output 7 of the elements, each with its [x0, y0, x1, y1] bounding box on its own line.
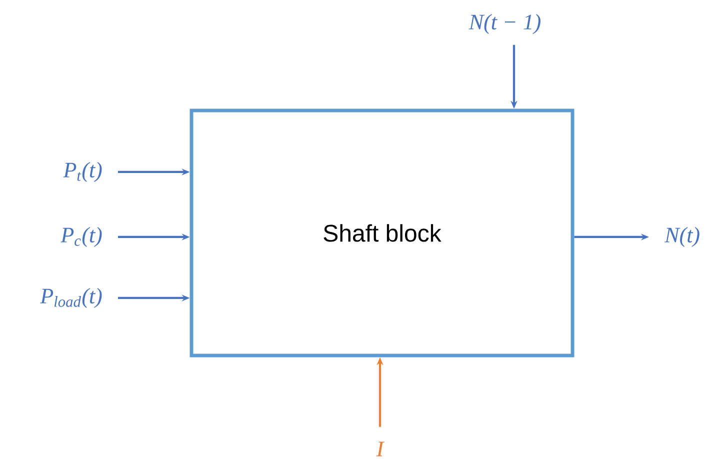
- signal-label: P$_{c}$(t): [60, 227, 102, 247]
- process-box: Shaft block: [190, 108, 574, 358]
- signal-label: N(t − 1): [468, 14, 540, 34]
- signal-label: P$_{load}$(t): [40, 288, 102, 308]
- signal-label: P$_{t}$(t): [63, 162, 102, 182]
- signal-label: N(t): [664, 227, 700, 247]
- signal-label: I: [376, 442, 385, 456]
